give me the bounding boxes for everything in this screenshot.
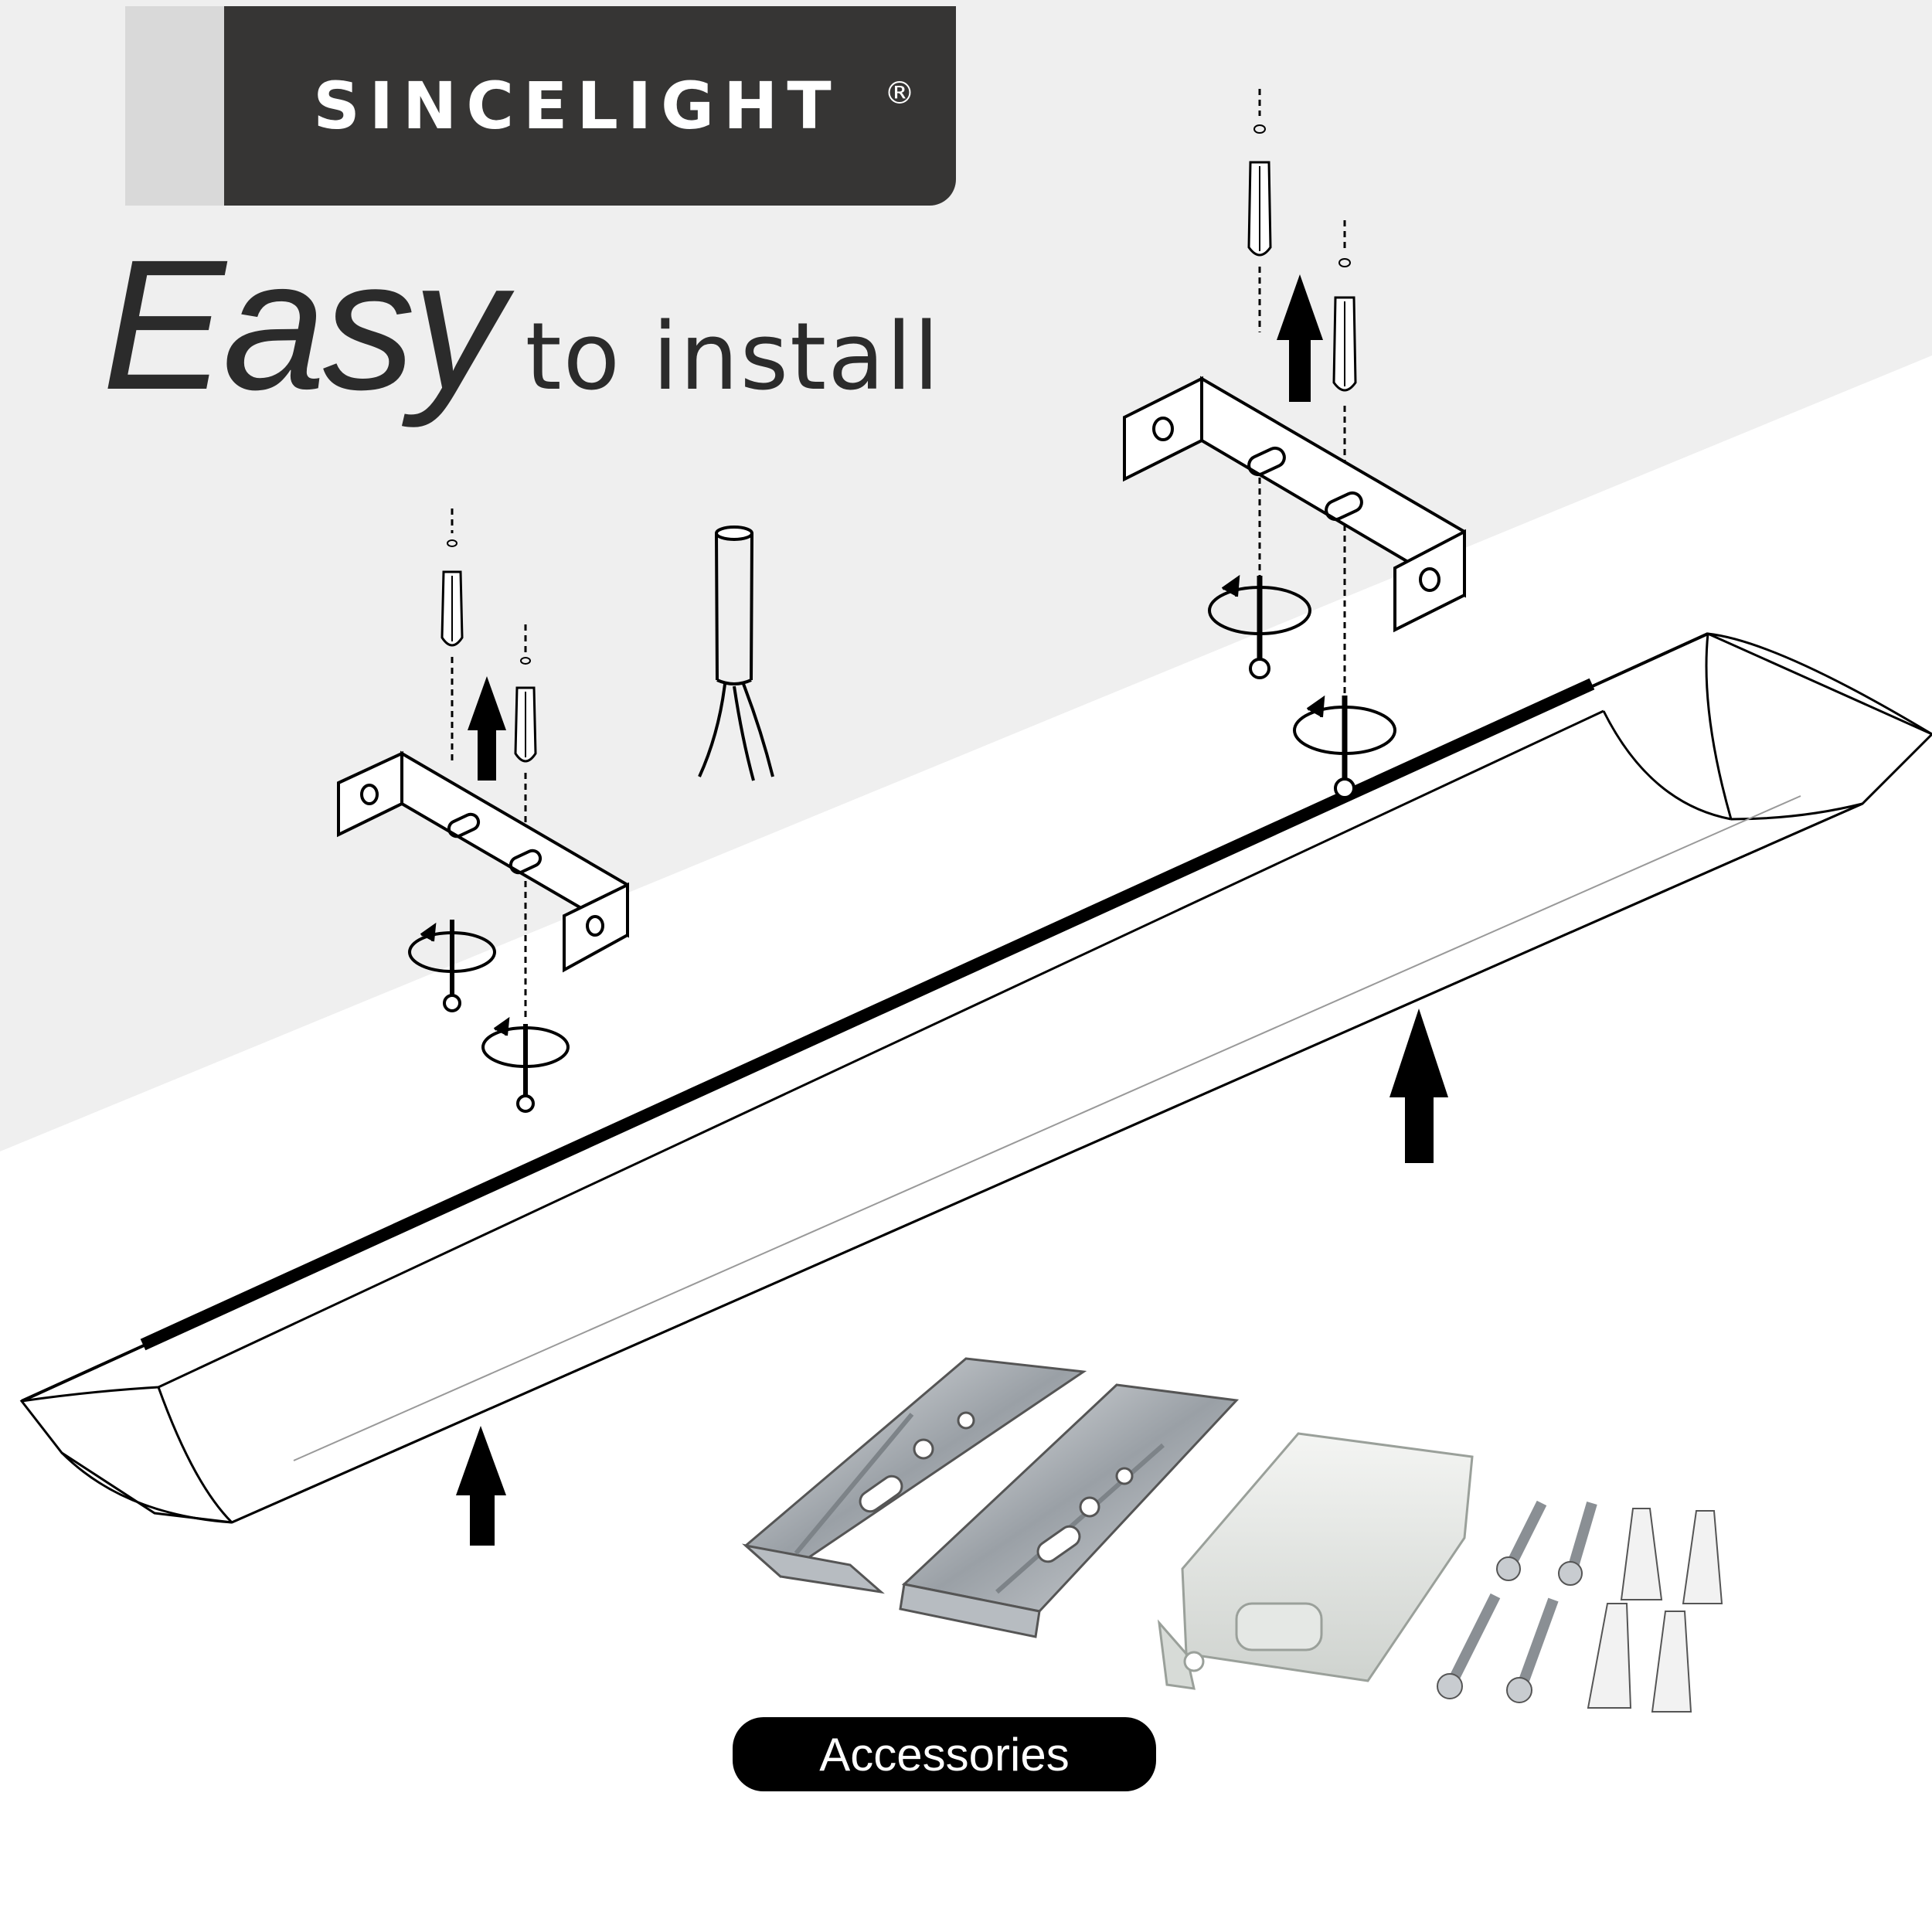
- accessories-badge: Accessories: [733, 1717, 1156, 1791]
- registered-mark: ®: [884, 76, 915, 111]
- left-bracket-group: [337, 509, 629, 1113]
- brand-banner-side-strip: [125, 6, 233, 206]
- power-cable: [698, 526, 774, 781]
- headline-emphasis: Easy: [102, 221, 505, 428]
- screws-and-wall-plugs: [1437, 1500, 1723, 1713]
- metal-clip-left: [741, 1357, 1087, 1594]
- metal-clip-right: [899, 1383, 1240, 1638]
- brand-logo-text: SINCELIGHT: [313, 68, 841, 144]
- right-bracket-group: [1123, 89, 1466, 799]
- terminal-box: [1157, 1432, 1474, 1690]
- brand-banner-panel: SINCELIGHT: [224, 6, 956, 206]
- accessories-label: Accessories: [819, 1728, 1070, 1781]
- lift-arrow-left: [456, 1426, 506, 1546]
- ceiling-wall-background: [0, 0, 1932, 1151]
- lift-arrow-right: [1389, 1009, 1448, 1163]
- brand-banner: SINCELIGHT ®: [125, 6, 956, 206]
- headline-rest: to install: [525, 304, 941, 411]
